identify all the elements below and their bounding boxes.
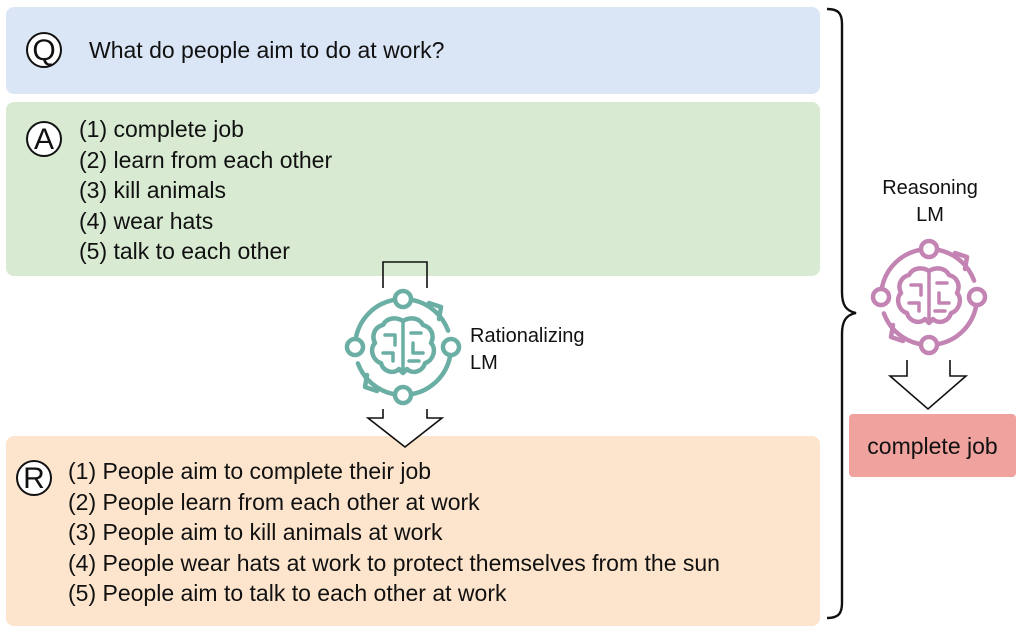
- brain-cycle-icon: [870, 238, 988, 356]
- list-item: (4) People wear hats at work to protect …: [68, 549, 720, 576]
- list-item: (1) complete job: [79, 116, 244, 142]
- rationales-marker: R: [16, 460, 52, 496]
- rationales-box: R (1) People aim to complete their job (…: [6, 436, 820, 626]
- list-item: (4) wear hats: [79, 207, 214, 234]
- choices-marker: A: [26, 121, 62, 157]
- list-item: (5) People aim to talk to each other at …: [68, 580, 507, 606]
- list-item: (1) People aim to complete their job: [68, 458, 432, 484]
- down-arrow-reasoning: [887, 360, 969, 411]
- right-curly-brace: [826, 7, 857, 620]
- list-item: (2) learn from each other: [79, 146, 333, 173]
- choices-box: A (1) complete job (2) learn from each o…: [6, 102, 820, 276]
- reasoning-lm-line2: LM: [916, 204, 944, 226]
- down-arrow-rationalizing: [365, 409, 445, 449]
- question-text: What do people aim to do at work?: [89, 37, 445, 63]
- rationales-list: (1) People aim to complete their job (2)…: [68, 456, 720, 609]
- list-item: (5) talk to each other: [79, 238, 290, 264]
- question-box: Q What do people aim to do at work?: [6, 7, 820, 94]
- list-item: (3) kill animals: [79, 177, 226, 203]
- rationalizing-lm-line1: Rationalizing: [470, 325, 585, 347]
- rationalizing-lm-line2: LM: [470, 352, 498, 374]
- brain-cycle-icon: [344, 288, 462, 406]
- answer-text: complete job: [867, 433, 998, 459]
- reasoning-lm-label: Reasoning LM: [860, 175, 1000, 229]
- input-bracket: [382, 261, 428, 288]
- reasoning-lm-line1: Reasoning: [882, 177, 978, 199]
- answer-box: complete job: [849, 414, 1016, 477]
- rationalizing-lm-label: Rationalizing LM: [470, 323, 620, 377]
- choices-list: (1) complete job (2) learn from each oth…: [79, 114, 332, 267]
- question-marker: Q: [26, 32, 62, 68]
- list-item: (3) People aim to kill animals at work: [68, 519, 443, 545]
- list-item: (2) People learn from each other at work: [68, 488, 480, 515]
